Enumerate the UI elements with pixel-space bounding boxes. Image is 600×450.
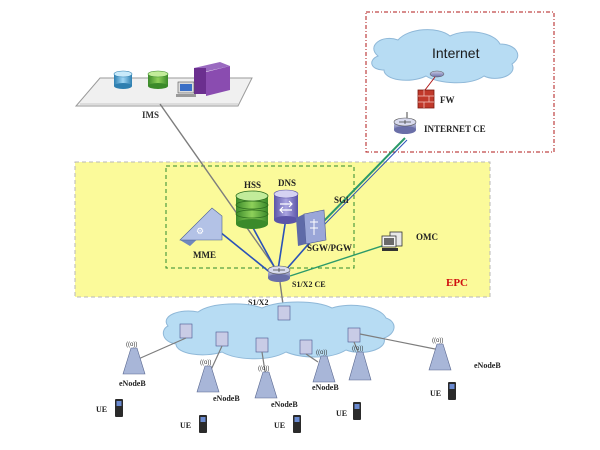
ue-phone-icon xyxy=(115,399,123,417)
access-router-icon xyxy=(277,305,291,321)
svg-text:((o)): ((o)) xyxy=(316,350,327,356)
internet-edge-router-icon xyxy=(429,70,445,78)
enodeb-tower-icon: ((o)) xyxy=(312,350,336,383)
omc-workstation-icon xyxy=(381,231,403,251)
mme-label: MME xyxy=(193,250,216,260)
ims-workstation-icon xyxy=(176,81,196,97)
enodeb-label: eNodeB xyxy=(312,383,339,392)
ue-label: UE xyxy=(180,421,191,430)
epc-label: EPC xyxy=(446,277,468,289)
access-router-icon xyxy=(255,337,269,353)
sgi-label: SGi xyxy=(334,195,349,205)
access-router-icon xyxy=(347,327,361,343)
link-sgi-internet xyxy=(319,137,406,226)
internet-ce-label: INTERNET CE xyxy=(424,124,486,134)
ims-label: IMS xyxy=(142,110,159,120)
links xyxy=(159,103,408,313)
enodeb-towers: ((o)) ((o)) ((o)) ((o)) ((o)) ((o)) xyxy=(122,338,452,399)
ims-storage-icon xyxy=(147,70,169,89)
svg-text:((o)): ((o)) xyxy=(258,366,269,372)
ue-label: UE xyxy=(96,405,107,414)
ims-server-icon xyxy=(194,62,230,96)
ims-database-icon xyxy=(113,70,133,89)
ue-phone-icon xyxy=(293,415,301,433)
svg-text:((o)): ((o)) xyxy=(126,342,137,348)
s1x2-ce-label: S1/X2 CE xyxy=(292,280,326,289)
hss-database-icon xyxy=(235,190,269,229)
enodeb-tower-icon: ((o)) xyxy=(348,346,372,381)
s1x2-label: S1/X2 xyxy=(248,298,268,307)
ue-phones xyxy=(115,382,456,433)
link-omc-ce xyxy=(289,243,389,277)
access-router-icon xyxy=(299,339,313,355)
enodeb-tower-icon: ((o)) xyxy=(428,338,452,371)
core-region xyxy=(165,165,355,269)
s1x2-ce-router-icon xyxy=(267,265,291,282)
link-hss-ce xyxy=(251,225,277,271)
fw-label: FW xyxy=(440,95,455,105)
internet-region xyxy=(365,11,555,153)
svg-text:((o)): ((o)) xyxy=(352,346,363,352)
svg-text:((o)): ((o)) xyxy=(432,338,443,344)
svg-text:⚙: ⚙ xyxy=(196,226,204,236)
link-sgi-internet-2 xyxy=(321,139,408,228)
ue-phone-icon xyxy=(199,415,207,433)
link-mme-ce xyxy=(219,231,273,275)
enodeb-label: eNodeB xyxy=(474,361,501,370)
sgw-pgw-icon xyxy=(296,209,327,246)
ue-label: UE xyxy=(430,389,441,398)
internet-cloud xyxy=(371,29,519,84)
firewall-icon xyxy=(417,89,435,109)
hss-label: HSS xyxy=(244,180,261,190)
dns-server-icon xyxy=(273,189,299,224)
access-routers xyxy=(179,305,361,355)
enodeb-label: eNodeB xyxy=(213,394,240,403)
access-router-icon xyxy=(179,323,193,339)
internet-label: Internet xyxy=(432,45,480,61)
link-sgw-ce xyxy=(283,239,313,273)
enodeb-label: eNodeB xyxy=(119,379,146,388)
ue-label: UE xyxy=(274,421,285,430)
access-router-icon xyxy=(215,331,229,347)
enodeb-tower-icon: ((o)) xyxy=(122,342,146,375)
link-dns-ce xyxy=(277,217,287,271)
enodeb-tower-icon: ((o)) xyxy=(254,366,278,399)
link-ims-ce xyxy=(159,103,279,273)
dns-label: DNS xyxy=(278,178,296,188)
omc-label: OMC xyxy=(416,232,438,242)
mme-icon: ⚙ xyxy=(179,207,223,246)
ue-phone-icon xyxy=(353,402,361,420)
enodeb-tower-icon: ((o)) xyxy=(196,360,220,393)
ue-label: UE xyxy=(336,409,347,418)
sgw-pgw-label: SGW/PGW xyxy=(307,243,352,253)
svg-text:((o)): ((o)) xyxy=(200,360,211,366)
enodeb-label: eNodeB xyxy=(271,400,298,409)
ue-phone-icon xyxy=(448,382,456,400)
internet-ce-router-icon xyxy=(393,117,417,134)
